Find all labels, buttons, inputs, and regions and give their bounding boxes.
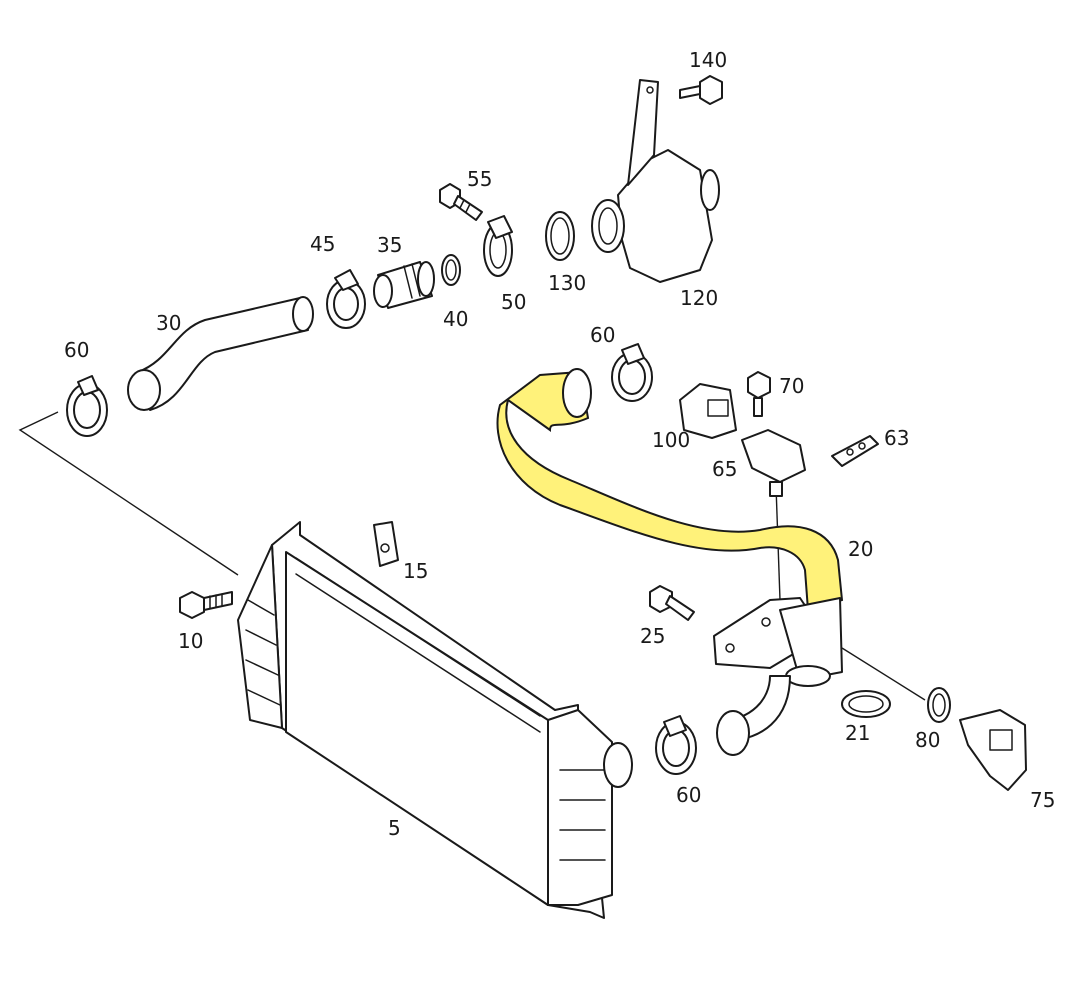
callout-35: 35 xyxy=(377,233,402,257)
sensor-65 xyxy=(741,429,806,497)
callout-75: 75 xyxy=(1030,788,1055,812)
bolt-10 xyxy=(179,591,233,619)
o-ring-40 xyxy=(441,254,461,286)
bolt-25 xyxy=(649,585,695,621)
callout-120: 120 xyxy=(680,286,718,310)
hose-clamp-45 xyxy=(326,269,366,329)
clip-15 xyxy=(373,521,399,567)
callout-20: 20 xyxy=(848,537,873,561)
hose-clamp-60-left xyxy=(66,375,108,437)
clamp-50 xyxy=(483,215,513,277)
bolt-70 xyxy=(747,371,771,417)
intercooler xyxy=(237,521,633,919)
callout-21: 21 xyxy=(845,721,870,745)
callout-65: 65 xyxy=(712,457,737,481)
callout-70: 70 xyxy=(779,374,804,398)
callout-30: 30 xyxy=(156,311,181,335)
callout-140: 140 xyxy=(689,48,727,72)
callout-80: 80 xyxy=(915,728,940,752)
callout-60-upper: 60 xyxy=(590,323,615,347)
callout-60-lower: 60 xyxy=(676,783,701,807)
gasket-ring-130 xyxy=(545,211,575,261)
hose-clamp-60-lower xyxy=(655,715,697,775)
ring-80 xyxy=(927,687,951,723)
callout-25: 25 xyxy=(640,624,665,648)
connector-100 xyxy=(679,383,737,439)
bolt-140 xyxy=(679,75,723,105)
charge-air-hose-20 xyxy=(496,368,844,612)
callout-10: 10 xyxy=(178,629,203,653)
callout-60-left: 60 xyxy=(64,338,89,362)
elbow-fitting xyxy=(713,597,843,756)
gasket-21 xyxy=(841,690,891,718)
callout-63: 63 xyxy=(884,426,909,450)
callout-50: 50 xyxy=(501,290,526,314)
bolt-55 xyxy=(439,183,483,221)
bracket-63 xyxy=(831,435,879,467)
callout-100: 100 xyxy=(652,428,690,452)
callout-45: 45 xyxy=(310,232,335,256)
callout-130: 130 xyxy=(548,271,586,295)
callout-15: 15 xyxy=(403,559,428,583)
callout-5: 5 xyxy=(388,816,401,840)
sensor-75 xyxy=(959,709,1027,791)
callout-labels: 5 10 15 20 21 25 30 35 40 45 50 55 60 60… xyxy=(64,48,1055,840)
callout-40: 40 xyxy=(443,307,468,331)
connector-35 xyxy=(373,261,435,309)
callout-55: 55 xyxy=(467,167,492,191)
hose-20-body xyxy=(496,370,844,612)
hose-clamp-60-upper xyxy=(611,343,653,402)
hose-30 xyxy=(127,296,314,411)
resonator-housing-120 xyxy=(591,79,720,283)
